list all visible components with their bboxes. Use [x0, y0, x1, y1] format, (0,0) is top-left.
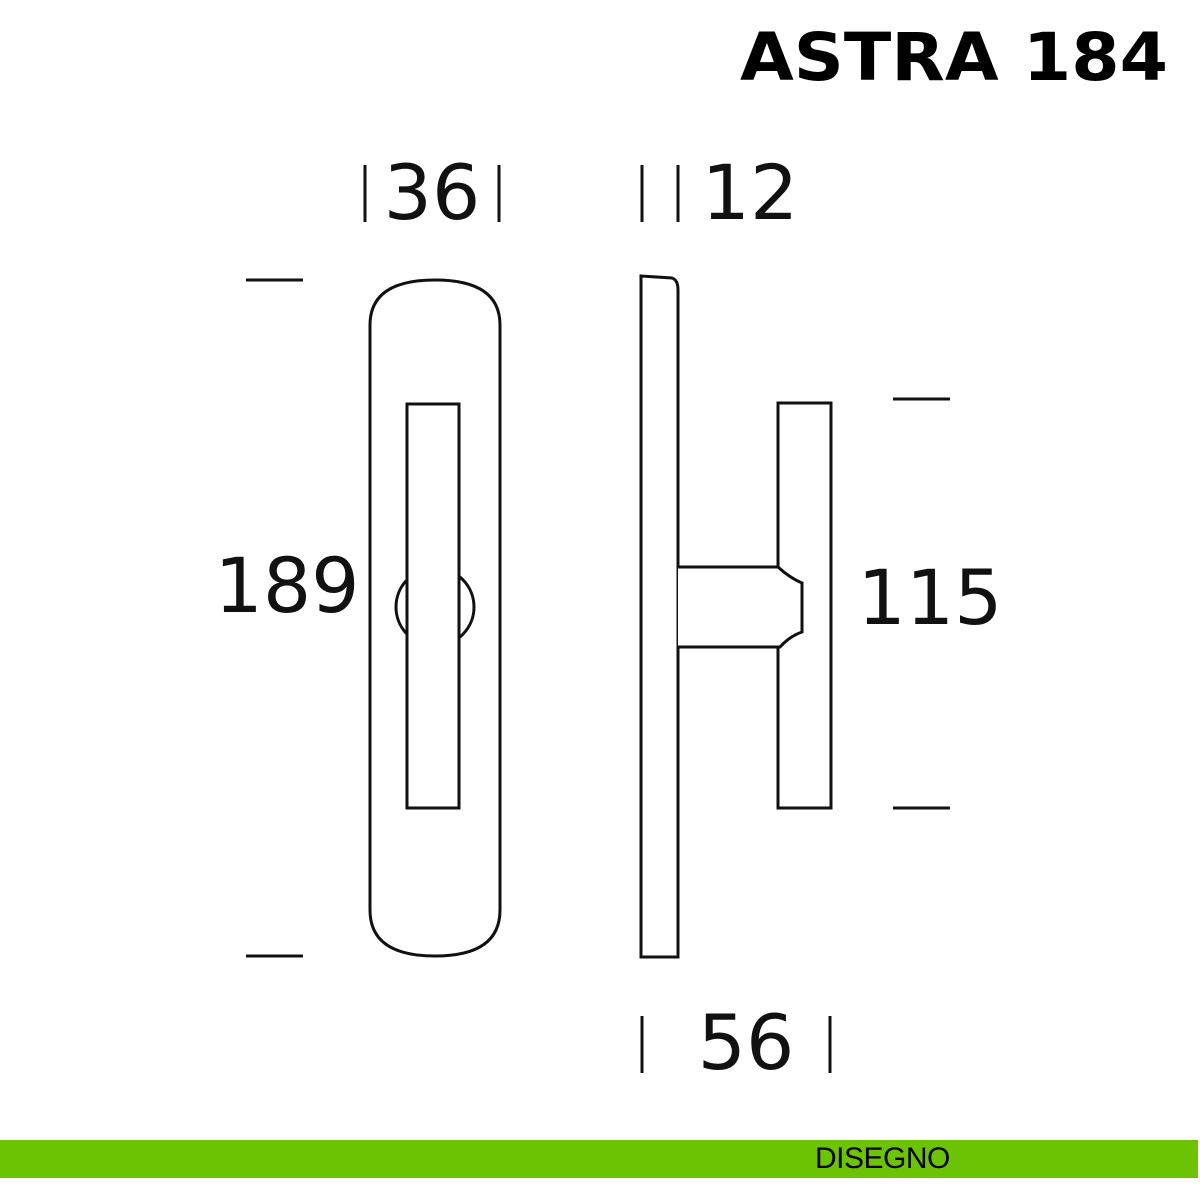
footer-bar: DISEGNO	[0, 1140, 1198, 1178]
dimension-ticks	[246, 165, 950, 1073]
front-plate	[368, 278, 502, 958]
spindle	[678, 565, 804, 649]
dim-handle-length: 115	[857, 553, 1002, 642]
dim-plate-width: 36	[384, 148, 481, 237]
dim-plate-height: 189	[214, 541, 359, 630]
product-title: ASTRA 184	[740, 19, 1168, 96]
side-plate	[639, 274, 680, 959]
dim-projection: 56	[698, 998, 795, 1087]
footer-label: DISEGNO	[815, 1142, 950, 1175]
dim-plate-thickness: 12	[702, 148, 799, 237]
front-handle-slot	[405, 402, 461, 810]
